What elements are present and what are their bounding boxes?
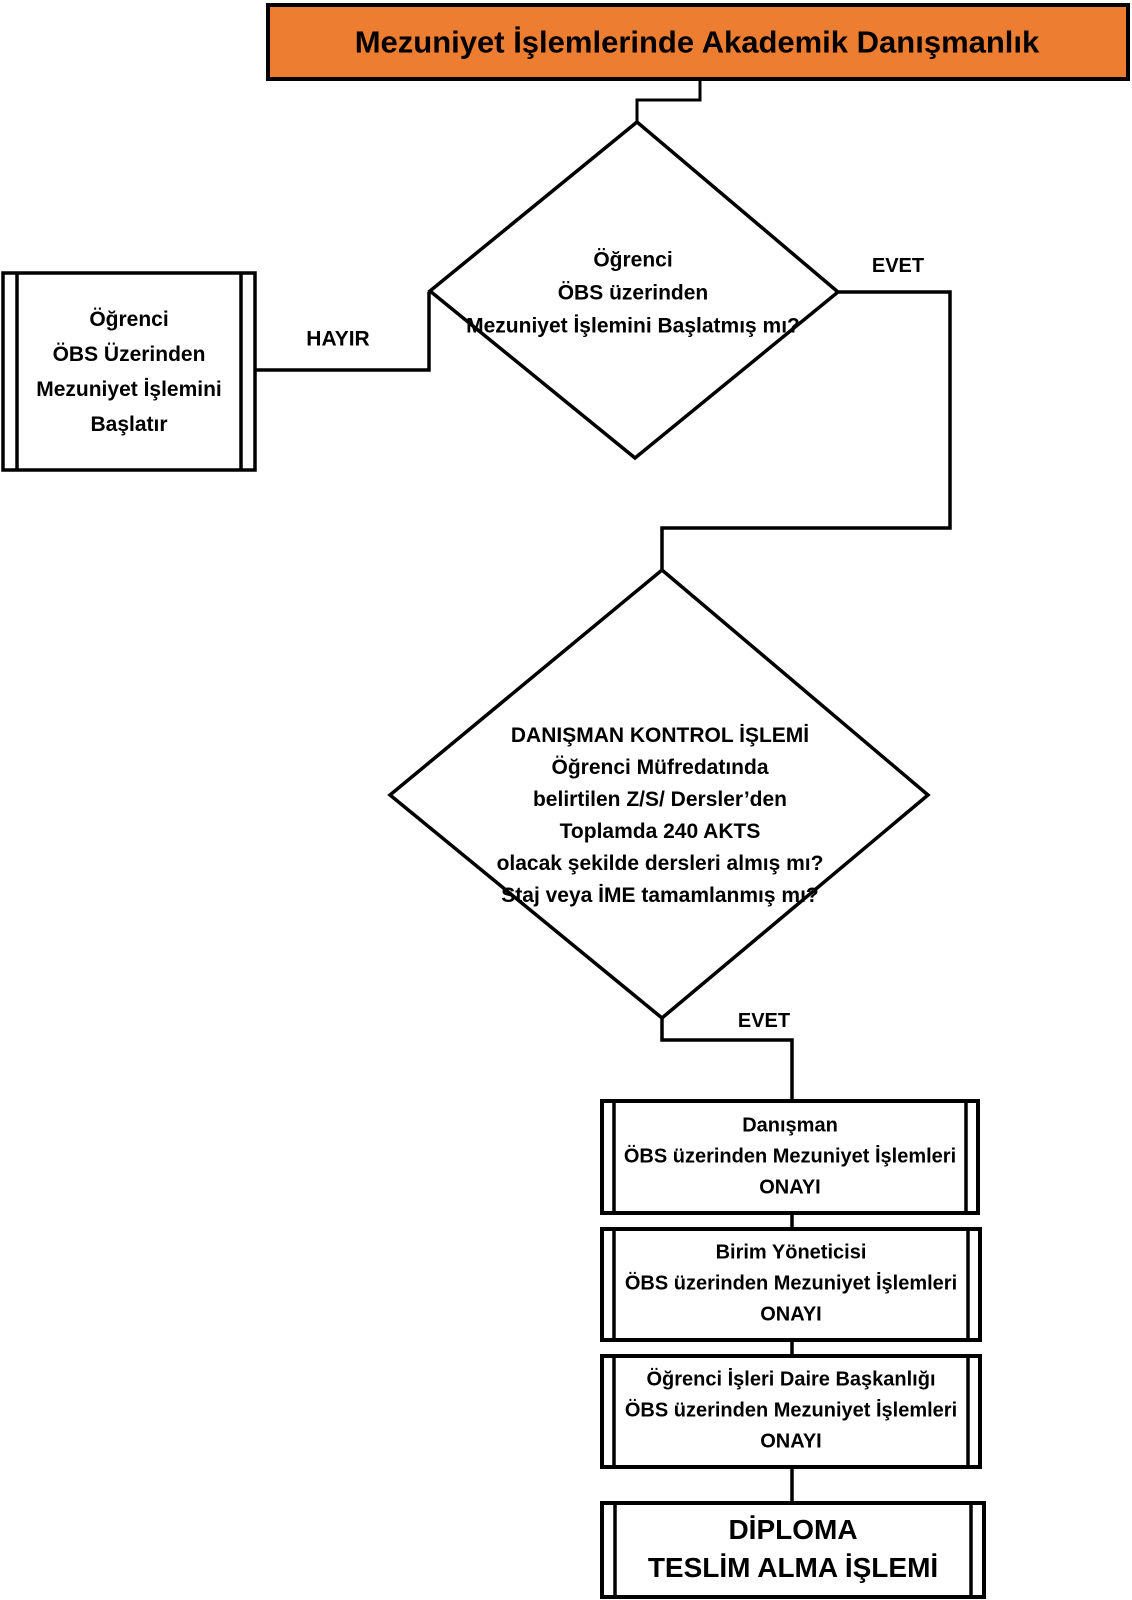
decision2-line: Toplamda 240 AKTS (559, 820, 761, 843)
approval-box-line: ONAYI (760, 1303, 822, 1326)
start-box-line: Öğrenci (89, 308, 169, 331)
decision1-line: Mezuniyet İşlemini Başlatmış mı? (466, 314, 800, 338)
connector-hayir (255, 292, 431, 372)
start-box-line: Başlatır (90, 413, 168, 436)
diploma-box-line: TESLİM ALMA İŞLEMİ (647, 1552, 939, 1583)
approval-box-danisman-text: Danışman ÖBS üzerinden Mezuniyet İşlemle… (624, 1111, 956, 1204)
approval-box-birim-text: Birim Yöneticisi ÖBS üzerinden Mezuniyet… (625, 1238, 957, 1331)
decision1-text: Öğrenci ÖBS üzerinden Mezuniyet İşlemini… (466, 244, 800, 343)
decision1-line: Öğrenci (593, 248, 673, 272)
approval-box-line: ONAYI (760, 1430, 822, 1453)
connector-evet1 (660, 290, 952, 569)
decision2-line: belirtilen Z/S/ Dersler’den (532, 788, 788, 811)
decision1-no-label: HAYIR (306, 327, 370, 351)
approval-box-line: ONAYI (759, 1176, 821, 1199)
decision1-yes-label: EVET (871, 255, 925, 277)
approval-box-oidb-text: Öğrenci İşleri Daire Başkanlığı ÖBS üzer… (625, 1365, 957, 1458)
approval-box-line: Birim Yöneticisi (715, 1241, 867, 1264)
approval-box-line: Danışman (742, 1114, 838, 1137)
start-process-box (1, 271, 257, 472)
start-box-line: Mezuniyet İşlemini (36, 378, 222, 401)
approval-box-danisman (600, 1099, 980, 1215)
diploma-box (600, 1501, 986, 1599)
approval-box-line: ÖBS üzerinden Mezuniyet İşlemleri (623, 1145, 957, 1168)
approval-box-line: ÖBS üzerinden Mezuniyet İşlemleri (624, 1272, 958, 1295)
flowchart-title: Mezuniyet İşlemlerinde Akademik Danışman… (354, 24, 1040, 60)
approval-box-line: ÖBS üzerinden Mezuniyet İşlemleri (624, 1399, 958, 1422)
decision2-line: olacak şekilde dersleri almış mı? (496, 852, 824, 875)
decision1-diamond (427, 119, 841, 461)
decision2-line: Staj veya İME tamamlanmış mı? (501, 884, 819, 907)
approval-box-line: Öğrenci İşleri Daire Başkanlığı (646, 1368, 936, 1391)
decision2-line: DANIŞMAN KONTROL İŞLEMİ (510, 724, 810, 747)
diploma-box-line: DİPLOMA (728, 1514, 858, 1545)
diploma-box-text: DİPLOMA TESLİM ALMA İŞLEMİ (648, 1511, 938, 1587)
start-box-text: Öğrenci ÖBS Üzerinden Mezuniyet İşlemini… (36, 302, 222, 442)
decision2-yes-label: EVET (737, 1010, 791, 1032)
connector-evet2 (660, 1018, 794, 1101)
decision1-line: ÖBS üzerinden (557, 281, 709, 305)
decision2-text: DANIŞMAN KONTROL İŞLEMİ Öğrenci Müfredat… (497, 720, 824, 912)
start-box-line: ÖBS Üzerinden (52, 343, 206, 366)
connector-title-to-decision1 (635, 79, 702, 124)
decision2-line: Öğrenci Müfredatında (551, 756, 769, 779)
flowchart-title-banner (266, 3, 1130, 81)
